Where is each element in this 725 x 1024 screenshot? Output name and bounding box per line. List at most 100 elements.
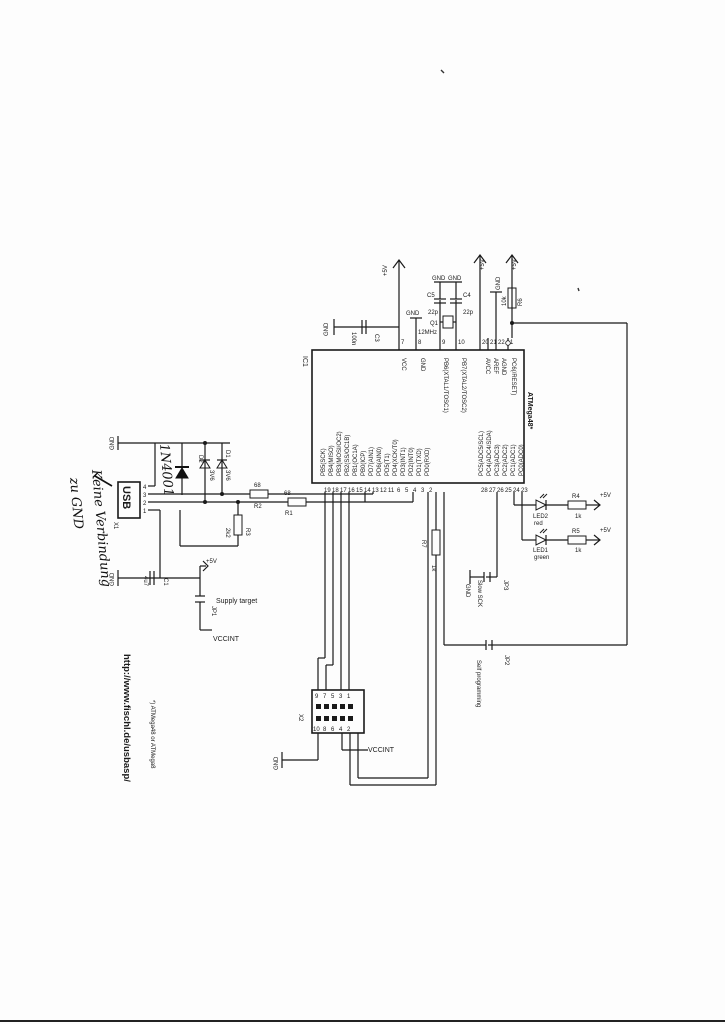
pin-number: 2: [429, 488, 433, 494]
pin-label: PB4(MISO): [329, 445, 335, 476]
vccint-label: VCCINT: [213, 636, 240, 643]
x2-pin: 5: [331, 694, 335, 700]
pin-number: 13: [372, 488, 379, 494]
usb-connector-x1: USB X1 4 3 2 1: [112, 481, 147, 530]
x2-name: X2: [297, 714, 303, 722]
jp1-label: Supply target: [216, 598, 257, 605]
gnd-label: GND: [274, 756, 280, 770]
gnd-pin8: GND: [406, 311, 422, 338]
led2-value: red: [534, 521, 543, 527]
vcc-label: +5V: [600, 493, 611, 499]
jp2-jumper: JP2 Self programming: [443, 492, 509, 707]
r7-name: R7: [420, 540, 426, 548]
q1-crystal: [442, 315, 454, 329]
led1-value: green: [534, 555, 549, 561]
pin-label: PD1(TXD): [417, 448, 423, 476]
r2-resistor: [249, 489, 269, 499]
jp2-name: JP2: [503, 655, 509, 666]
pin-number: 16: [348, 488, 355, 494]
c5-value: 22p: [428, 310, 439, 316]
r4-resistor: [567, 500, 587, 510]
d2-name: D2: [197, 455, 203, 463]
avcc-supply: +5V: [473, 254, 487, 338]
r4-name: R4: [572, 494, 580, 500]
x1-body: [117, 481, 141, 519]
gnd-label: GND: [110, 436, 116, 450]
q1-name: Q1: [430, 321, 439, 327]
handwritten-part: 1N4001: [156, 443, 176, 497]
r2-value: 68: [254, 483, 261, 489]
r3-name: R3: [244, 528, 250, 536]
gnd-label: GND: [406, 311, 420, 317]
jp2-label: Self programming: [475, 660, 481, 707]
pin-label: AVCC: [484, 358, 490, 375]
pin-number: 27: [489, 488, 496, 494]
x2-pin: 7: [323, 694, 327, 700]
pin-number: 1: [510, 340, 514, 346]
r1-name: R1: [285, 511, 293, 517]
pin-number: 12: [380, 488, 387, 494]
jp3-label: Slow SCK: [476, 580, 482, 607]
r6-name: R6: [518, 298, 524, 306]
led2-name: LED2: [533, 514, 549, 520]
pin-number: 28: [481, 488, 488, 494]
ic1-body: [311, 349, 525, 484]
pin-number: 11: [388, 488, 395, 494]
pin-label: PC5(ADC5/SCL): [479, 431, 485, 476]
d1-name: D1: [224, 450, 230, 458]
x2-pin: 9: [315, 694, 319, 700]
gnd-label: GND: [496, 276, 502, 290]
project-url: http://www.fischl.de/usbasp/: [121, 654, 132, 782]
r1-value: 68: [284, 491, 291, 497]
x2-pin: 2: [347, 727, 351, 733]
pin-label: PD5(T1): [385, 453, 391, 476]
vcc-label: +5V: [206, 559, 217, 565]
ic-pins-bottom: PC5(ADC5/SCL) PC4(ADC4/SDA) PC3(ADC3) PC…: [479, 430, 525, 476]
jp1-name: JP1: [210, 606, 216, 617]
usb-wiring: GND 68 R2 68 R1 D2 3V6 D1 3V6 1N4001: [110, 436, 414, 578]
x2-pin: 10: [313, 727, 320, 733]
jp3-jumper: GND JP3 Slow SCK: [464, 492, 508, 607]
x2-pin: 6: [331, 727, 335, 733]
x2-pin: 4: [339, 727, 343, 733]
pin-number: 17: [340, 488, 347, 494]
c1-name: C1: [162, 578, 168, 586]
x2-pin: 1: [347, 694, 351, 700]
x2-isp-header: 9 7 5 3 1 10 8 6 4 2 X2 GND VCCINT: [274, 689, 395, 770]
pin-number: 23: [521, 488, 528, 494]
pin-number: 22: [498, 340, 505, 346]
usb-pin: 3: [143, 493, 147, 499]
r3-resistor: [233, 514, 243, 536]
r5-resistor: [567, 535, 587, 545]
pin-label: PD6(AIN0): [377, 447, 383, 476]
pin-label: AREF: [492, 358, 498, 374]
c3-value: 100n: [350, 332, 356, 345]
gnd-label: GND: [432, 276, 446, 282]
pin-number: 9: [442, 340, 446, 346]
pin-number: 14: [364, 488, 371, 494]
supply-target: GND C1 4u7 +5V VCCINT JP1 Supply target: [110, 559, 257, 643]
agnd: GND: [490, 276, 502, 338]
gnd-label: GND: [448, 276, 462, 282]
pin-label: PC3(ADC3): [495, 444, 501, 476]
d2-value: 3V6: [208, 470, 214, 481]
c3-name: C3: [373, 334, 379, 342]
led2-icon: [535, 499, 548, 511]
c3-decoupling: +5V GND C3 100n: [324, 259, 406, 345]
pin-number: 7: [401, 340, 405, 346]
r7-resistor: [431, 529, 441, 556]
gnd-label: GND: [324, 322, 330, 336]
pin-label: VCC: [400, 358, 406, 371]
c4-name: C4: [463, 293, 471, 299]
usb-pin: 4: [143, 485, 147, 491]
pin-number: 10: [458, 340, 465, 346]
pin-number: 26: [497, 488, 504, 494]
r4-value: 1k: [575, 514, 582, 520]
vcc-label: +5V: [600, 528, 611, 534]
pin-number: 15: [356, 488, 363, 494]
pin-label: PC0(ADC0): [519, 444, 525, 476]
pin-label: PB0(ICP): [361, 451, 367, 476]
pin-number: 18: [332, 488, 339, 494]
